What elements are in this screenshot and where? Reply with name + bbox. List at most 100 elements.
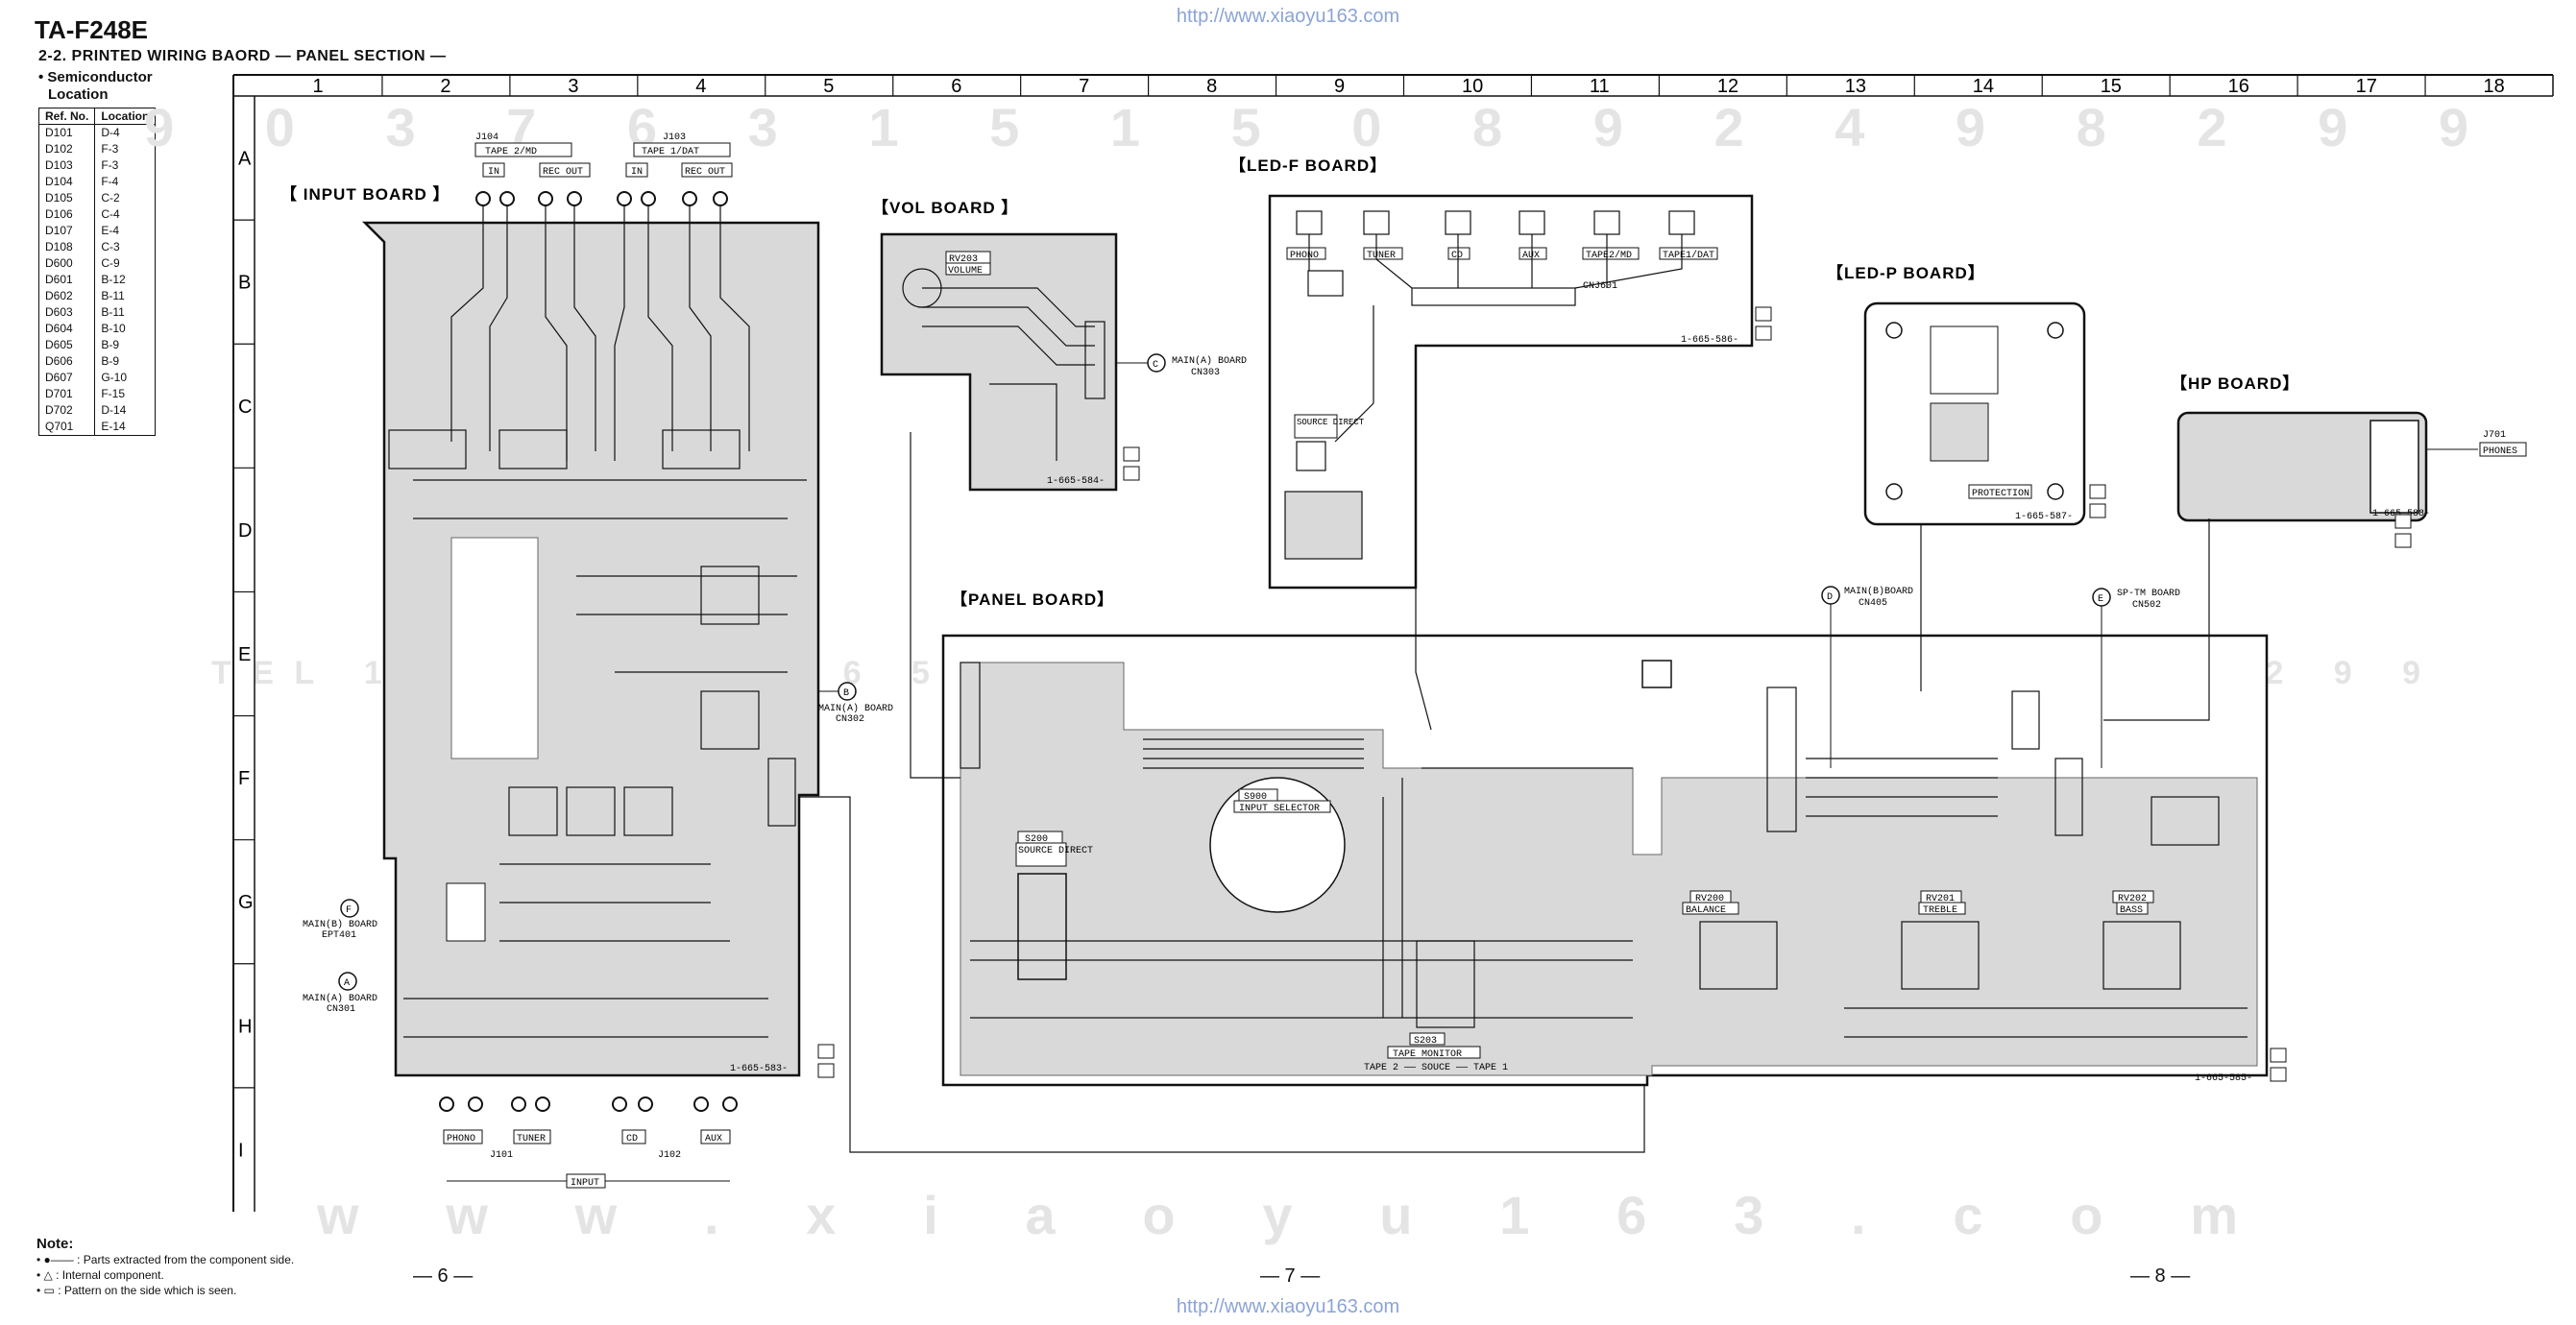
row-label: E [238, 644, 251, 665]
marker-e-panel: E [2098, 594, 2103, 605]
location-cell: F-4 [94, 174, 157, 190]
ref-no-cell: D606 [37, 353, 96, 370]
location-cell: B-9 [94, 353, 157, 370]
hp-board: 【HP BOARD】 PHONES J701 1-665-588- [2171, 373, 2527, 522]
column-label: 7 [1079, 76, 1089, 97]
row-label: C [238, 397, 252, 418]
sptm-cn502-label: SP-TM BOARD [2117, 589, 2180, 599]
vol-board-label: 【VOL BOARD 】 [872, 198, 1018, 217]
interboard-wires [799, 432, 2210, 1153]
led-f-traces [1308, 234, 1683, 443]
recout-label-j103: REC OUT [685, 167, 725, 178]
main-a-cn301-label: MAIN(A) BOARD [303, 993, 377, 1004]
column-label: 1 [312, 76, 323, 97]
ref-no-header: Ref. No. [37, 108, 96, 125]
notes: Note: • ●—— : Parts extracted from the c… [36, 1237, 294, 1298]
ept401-label: EPT401 [322, 930, 356, 941]
vol-board: 【VOL BOARD 】 RV203 VOLUME 1-665-584- C M… [872, 198, 1247, 492]
s203-label: S203 [1414, 1036, 1437, 1047]
led-p-board-label: 【LED-P BOARD】 [1827, 263, 1985, 282]
column-label: 5 [823, 76, 834, 97]
s900-label: S900 [1244, 792, 1267, 803]
location-cell: F-3 [94, 141, 157, 157]
ref-no-cell: D108 [37, 239, 96, 255]
location-cell: B-11 [94, 288, 157, 304]
input-board-pn: 1-665-583- [730, 1064, 788, 1074]
ref-no-cell: D601 [37, 272, 96, 288]
row-label: B [238, 273, 251, 294]
j103-label: J103 [663, 132, 686, 143]
location-title: Location [48, 86, 109, 103]
location-cell: D-14 [94, 402, 157, 419]
bottom-jacks [439, 1096, 738, 1112]
input-board-connector [446, 882, 486, 942]
panel-board-label: 【PANEL BOARD】 [951, 590, 1114, 609]
main-a-cn302-label: MAIN(A) BOARD [818, 703, 893, 714]
ref-no-cell: D607 [37, 370, 96, 386]
row-label: H [238, 1016, 252, 1037]
ref-no-cell: D605 [37, 337, 96, 353]
location-cell: B-11 [94, 304, 157, 321]
led-p-board: 【LED-P BOARD】 PROTECTION 1-665-587- [1827, 263, 2086, 526]
vol-board-outline [880, 232, 1118, 492]
cn303-label: CN303 [1191, 368, 1220, 378]
bass-label: BASS [2120, 905, 2143, 916]
marker-b-input: B [843, 688, 849, 699]
volume-label: VOLUME [948, 266, 983, 277]
page-number-7: — 7 — [1260, 1265, 1321, 1287]
grid-frame [232, 74, 2554, 1212]
led-tape1-label: TAPE1/DAT [1663, 250, 1714, 261]
led-f-board-outline [1268, 194, 1754, 590]
column-label: 11 [1590, 76, 1610, 97]
tape-monitor-label: TAPE MONITOR [1393, 1049, 1462, 1060]
location-cell: F-3 [94, 157, 157, 174]
hp-board-outline [2176, 411, 2428, 522]
ref-no-cell: D604 [37, 321, 96, 337]
column-label: 13 [1845, 76, 1866, 97]
protection-label: PROTECTION [1972, 489, 2029, 499]
rv200-label: RV200 [1695, 894, 1724, 904]
ref-no-cell: D602 [37, 288, 96, 304]
led-phono-label: PHONO [1290, 251, 1319, 261]
recout-label-j104: REC OUT [543, 167, 583, 178]
note-item-2: • △ : Internal component. [36, 1268, 164, 1282]
rv203-label: RV203 [949, 254, 978, 265]
rv202-label: RV202 [2118, 894, 2147, 904]
s200-label: S200 [1025, 834, 1048, 845]
column-label: 3 [568, 76, 578, 97]
cn302-label: CN302 [836, 714, 864, 725]
led-p-board-pn: 1-665-587- [2015, 512, 2073, 522]
board-side-markers [817, 306, 2412, 1082]
ref-no-cell: D603 [37, 304, 96, 321]
led-f-board: 【LED-F BOARD】 PHONO TUNER CD AUX TAPE2/M… [1229, 156, 1754, 590]
phono-jack-label: PHONO [447, 1134, 475, 1144]
cn502-label: CN502 [2132, 600, 2161, 611]
ref-no-cell: Q701 [37, 419, 96, 436]
in-label-j103: IN [631, 167, 643, 178]
row-label: D [238, 520, 252, 542]
location-cell: F-15 [94, 386, 157, 402]
notes-title: Note: [36, 1236, 74, 1252]
location-cell: C-2 [94, 190, 157, 206]
marker-f-input: F [346, 905, 352, 916]
column-label: 16 [2228, 76, 2249, 97]
ref-no-cell: D702 [37, 402, 96, 419]
tape1dat-label: TAPE 1/DAT [642, 146, 699, 157]
input-board-label: 【 INPUT BOARD 】 [280, 184, 450, 204]
note-item-1: • ●—— : Parts extracted from the compone… [36, 1253, 295, 1266]
location-cell: C-9 [94, 255, 157, 272]
ref-no-cell: D101 [37, 124, 96, 141]
column-label: 8 [1206, 76, 1217, 97]
column-label: 4 [695, 76, 706, 97]
